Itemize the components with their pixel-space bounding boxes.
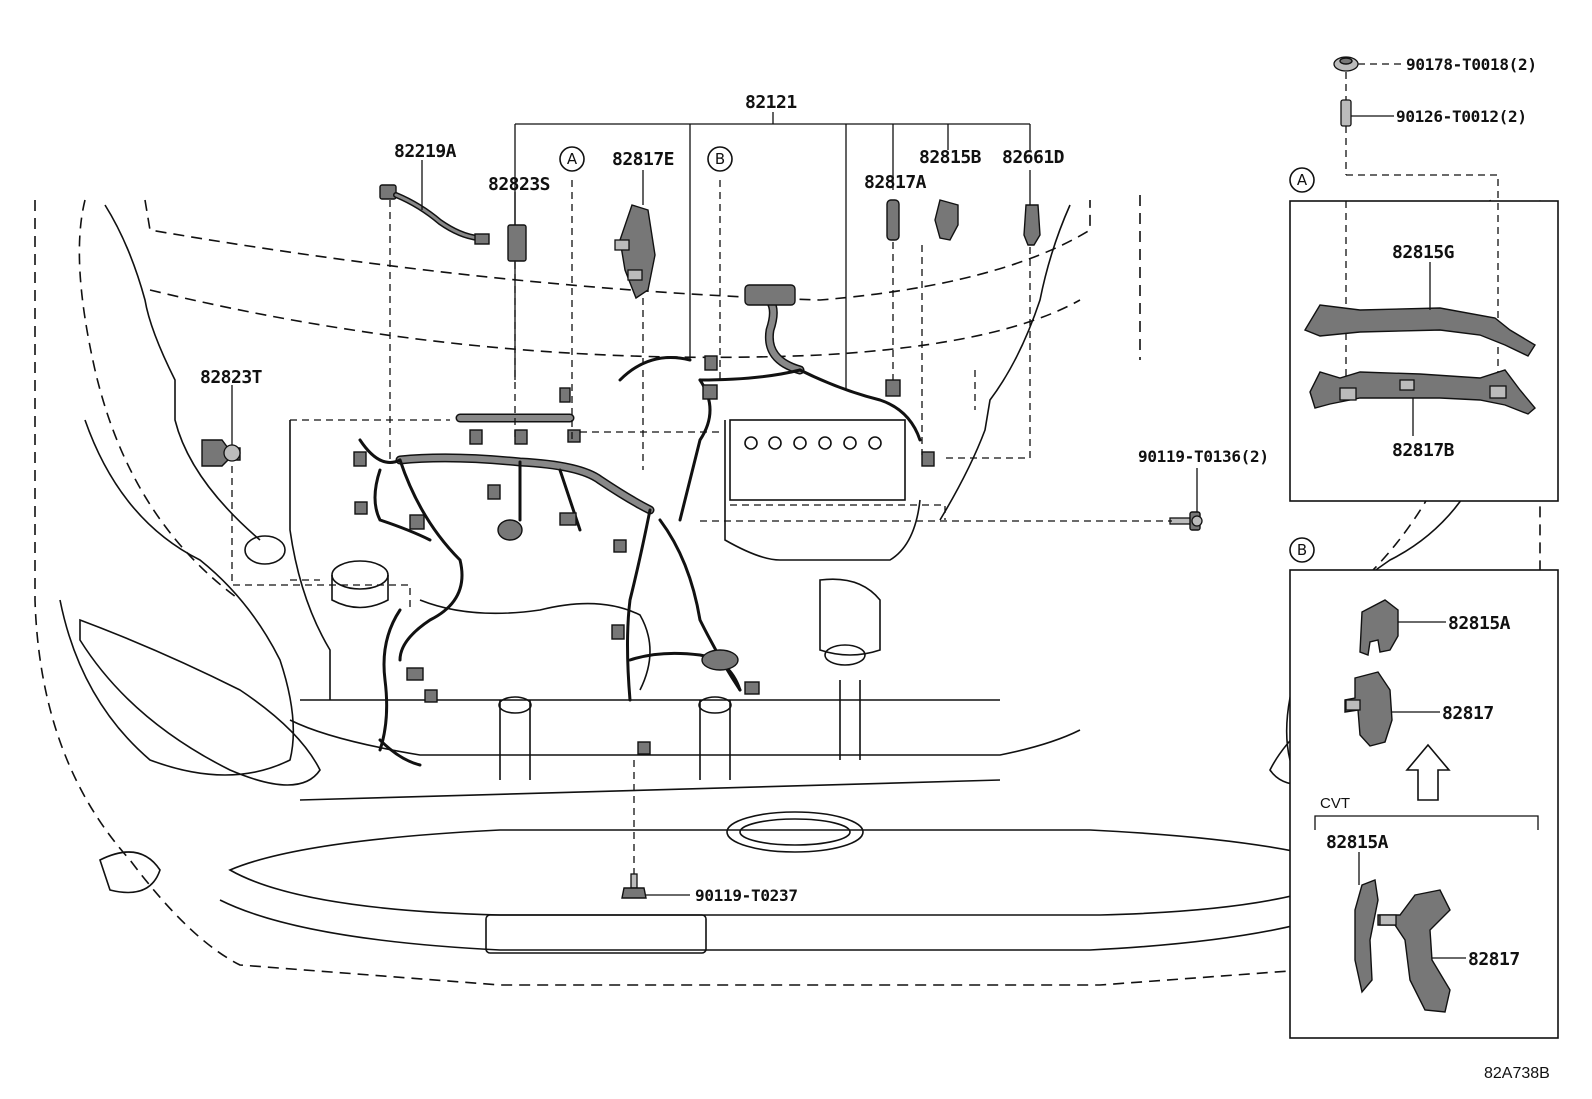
- label-82823s: 82823S: [488, 174, 550, 195]
- dashed-leaders: [231, 180, 1172, 874]
- label-82661d: 82661D: [1002, 147, 1065, 168]
- label-82817e: 82817E: [612, 149, 674, 170]
- label-82219a: 82219A: [394, 141, 457, 162]
- label-82121: 82121: [745, 92, 797, 113]
- bracket-82817e: [614, 170, 656, 300]
- label-82817-cvt: 82817: [1468, 949, 1520, 970]
- label-90126-t0012: 90126-T0012(2): [1396, 107, 1527, 126]
- label-82815g: 82815G: [1392, 242, 1454, 263]
- label-82817b: 82817B: [1392, 440, 1455, 461]
- clip-82815b: [934, 199, 959, 241]
- bolt-90119-t0136: [1169, 468, 1203, 531]
- bolt-90119-t0237: [621, 873, 690, 899]
- label-82817a: 82817A: [864, 172, 927, 193]
- nut-90178-t0018: [1333, 56, 1404, 72]
- arrow-up-icon: [1405, 743, 1451, 801]
- sensor-82219a: [379, 160, 490, 245]
- engine-wire-harness: [358, 290, 922, 767]
- label-cvt: CVT: [1320, 795, 1350, 812]
- battery-terminals: [744, 436, 882, 450]
- clip-82817a: [886, 199, 900, 241]
- callout-a: A: [559, 146, 585, 172]
- svg-text:B: B: [1297, 541, 1307, 559]
- label-82823t: 82823T: [200, 367, 263, 388]
- detail-a-panel: A 82815G 82817B: [1289, 167, 1559, 502]
- fuse-82661d: [1023, 170, 1041, 246]
- callout-b: B: [707, 146, 733, 172]
- connector-82823s: [507, 192, 527, 262]
- harness-connectors: [353, 284, 935, 755]
- label-82815b: 82815B: [919, 147, 982, 168]
- label-82815a-cvt: 82815A: [1326, 832, 1389, 853]
- label-82815a-top: 82815A: [1448, 613, 1511, 634]
- detail-b-panel: B 82815A 82817 CVT 82815A 82817: [1289, 537, 1559, 1039]
- svg-text:B: B: [715, 150, 725, 168]
- label-90119-t0237: 90119-T0237: [695, 886, 798, 905]
- stud-90126-t0012: [1340, 72, 1394, 175]
- svg-text:A: A: [567, 150, 578, 168]
- clip-82823t: [201, 385, 241, 467]
- diagram-ref-code: 82A738B: [1484, 1065, 1550, 1082]
- label-90119-t0136: 90119-T0136(2): [1138, 447, 1269, 466]
- svg-text:A: A: [1297, 171, 1308, 189]
- main-part-labels: 82121 82219A 82823S 82817E 82817A 82815B…: [200, 55, 1537, 905]
- label-82817-top: 82817: [1442, 703, 1494, 724]
- label-90178-t0018: 90178-T0018(2): [1406, 55, 1537, 74]
